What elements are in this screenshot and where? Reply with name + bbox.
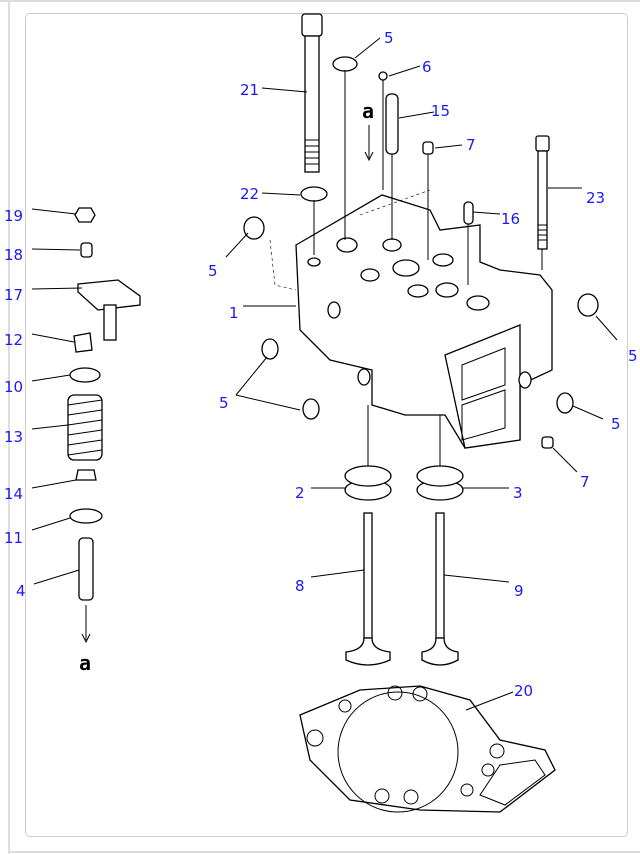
callout-label: 5 [611,415,621,433]
callout-label: 5 [384,29,394,47]
callout-label: 5 [628,347,638,365]
part-bridge-17 [77,279,141,341]
outer-border-left [8,0,10,854]
part-bolt-21 [301,13,323,173]
callout-label: 21 [240,81,259,99]
callout-label: 1 [229,304,239,322]
part-valve-seat-3 [416,465,464,501]
callout-label: 4 [16,582,26,600]
callout-label: 22 [240,185,259,203]
callout-label: 18 [4,246,23,264]
part-pin-16 [463,201,474,225]
callout-label: 15 [431,102,450,120]
view-reference-a-top: a [362,99,374,123]
callout-labels: 5 6 21 15 7 23 22 16 19 18 17 5 1 12 5 1… [4,29,638,700]
callout-label: 3 [513,484,523,502]
part-valve-seat-2 [344,465,392,501]
part-plug-5-b [577,293,599,317]
part-spring-13 [67,394,103,461]
part-plug-7-b [541,436,554,449]
callout-label: 11 [4,529,23,547]
callout-label: 6 [422,58,432,76]
callout-label: 8 [295,577,305,595]
part-plug-7 [422,141,434,155]
part-seal-5-e [556,392,574,414]
part-cotter-12 [73,332,93,353]
outer-border-top [0,0,640,2]
callout-label: 5 [208,262,218,280]
part-seal-5-c [261,338,279,360]
callout-label: 14 [4,485,23,503]
part-guide-4 [78,537,94,601]
part-pin-15 [385,93,399,155]
leader-lines [31,37,618,711]
part-nut-19 [74,207,96,223]
callout-label: 7 [580,473,590,491]
part-screw-18 [80,242,93,258]
diagram-frame [25,13,628,837]
callout-label: 23 [586,189,605,207]
view-reference-a-bottom: a [79,651,91,675]
part-stem-seal-14 [75,469,97,481]
callout-label: 13 [4,428,23,446]
callout-label: 7 [466,136,476,154]
callout-label: 2 [295,484,305,502]
callout-label: 20 [514,682,533,700]
part-seal-5-d [302,398,320,420]
callout-label: 12 [4,331,23,349]
part-seal-5 [332,56,358,72]
callout-label: 16 [501,210,520,228]
part-bolt-23 [535,135,550,250]
part-plug-5-a [243,216,265,240]
part-cylinder-head-1 [269,189,553,449]
arrow-icon [81,605,91,644]
callout-label: 5 [219,394,229,412]
part-seal-22 [300,186,328,202]
part-retainer-10 [69,367,101,383]
callout-label: 19 [4,207,23,225]
arrow-icon [364,125,374,162]
outer-border-bottom [8,851,640,853]
part-ball-6 [378,71,388,81]
callout-label: 10 [4,378,23,396]
callout-label: 17 [4,286,23,304]
part-valve-8 [345,512,391,666]
callout-label: 9 [514,582,524,600]
part-seat-11 [69,508,103,524]
part-valve-9 [421,512,459,666]
part-head-gasket-20 [299,685,556,813]
